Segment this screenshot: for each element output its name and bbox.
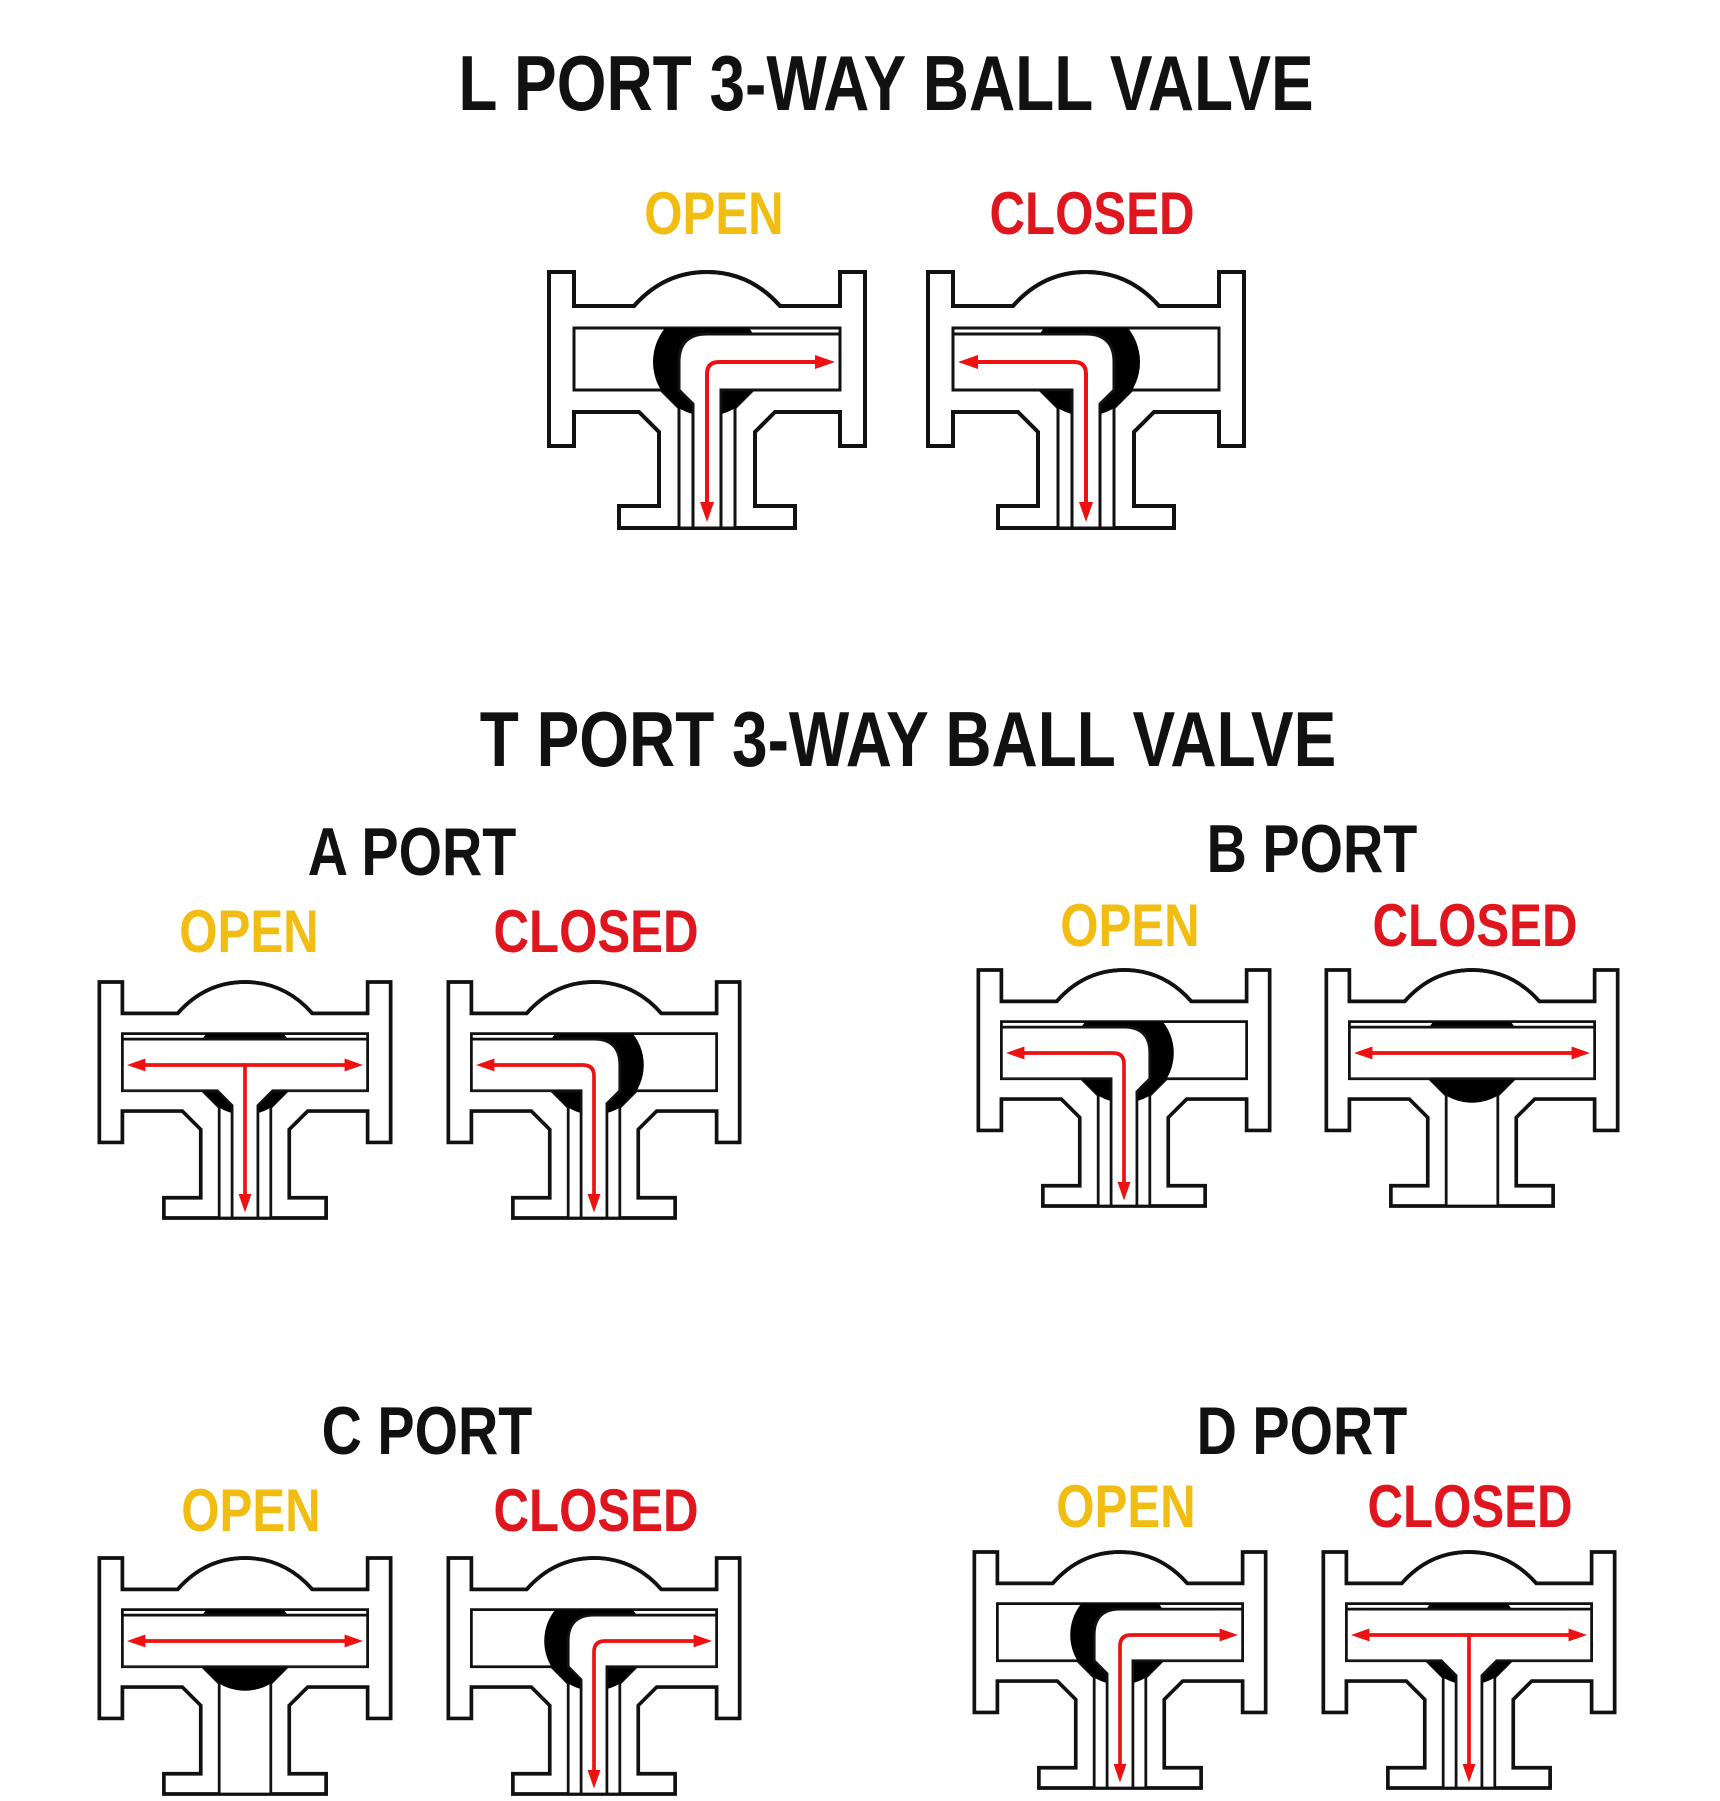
ball-bore — [677, 332, 840, 528]
b-closed-label: CLOSED — [1372, 892, 1578, 959]
flow-arrow-down — [1462, 1764, 1476, 1783]
a-closed-label: CLOSED — [493, 898, 699, 965]
flow-arrow-down — [1113, 1764, 1127, 1783]
d-port-title: D PORT — [1196, 1393, 1408, 1469]
flow-arrow-left — [127, 1058, 146, 1072]
flow-line — [705, 360, 823, 510]
b-open-label: OPEN — [1060, 892, 1200, 959]
flow-line — [592, 1639, 701, 1778]
bonnet-arc — [1051, 1550, 1189, 1585]
bonnet-arc — [525, 1556, 663, 1591]
flow-arrow-down — [1117, 1182, 1131, 1201]
a-port-open-valve — [97, 980, 393, 1220]
flow-arrow-left — [476, 1058, 495, 1072]
ball-bore — [471, 1037, 622, 1218]
flow-arrow-left — [127, 1634, 146, 1648]
a-port-closed-valve — [446, 980, 742, 1220]
flow-arrow-left — [958, 355, 978, 369]
flow-arrow-left — [1351, 1628, 1370, 1642]
bonnet-arc — [176, 1556, 314, 1591]
d-closed-label: CLOSED — [1367, 1473, 1573, 1540]
flow-arrow-right — [815, 355, 835, 369]
bonnet-arc — [176, 980, 314, 1015]
b-port-closed-valve — [1324, 968, 1620, 1208]
flow-arrow-down — [587, 1194, 601, 1213]
c-port-closed-valve — [446, 1556, 742, 1796]
flow-arrow-down — [587, 1770, 601, 1789]
c-port-title: C PORT — [321, 1393, 533, 1469]
d-port-open-valve — [972, 1550, 1268, 1790]
bonnet-arc — [1400, 1550, 1538, 1585]
c-port-open-valve — [97, 1556, 393, 1796]
l-port-open-valve — [547, 269, 867, 530]
ball-bore — [953, 332, 1116, 528]
l-open-label: OPEN — [644, 180, 784, 247]
b-port-title: B PORT — [1206, 811, 1418, 887]
l-closed-label: CLOSED — [989, 180, 1195, 247]
l-port-title: L PORT 3-WAY BALL VALVE — [458, 39, 1314, 127]
t-port-title: T PORT 3-WAY BALL VALVE — [479, 695, 1337, 783]
flow-arrow-down — [1079, 502, 1093, 522]
flow-arrow-down — [238, 1194, 252, 1213]
bonnet-arc — [525, 980, 663, 1015]
a-open-label: OPEN — [179, 898, 319, 965]
flow-arrow-right — [344, 1058, 363, 1072]
c-open-label: OPEN — [181, 1477, 321, 1544]
flow-arrow-right — [1568, 1628, 1587, 1642]
bonnet-arc — [1055, 968, 1193, 1003]
flow-arrow-right — [693, 1634, 712, 1648]
b-port-open-valve — [976, 968, 1272, 1208]
ball-bore — [1092, 1607, 1243, 1788]
flow-arrow-down — [700, 502, 714, 522]
ball-bore — [1001, 1025, 1152, 1206]
ball-bore — [566, 1613, 717, 1794]
d-port-closed-valve — [1321, 1550, 1617, 1790]
flow-arrow-right — [1219, 1628, 1238, 1642]
flow-line — [1118, 1633, 1227, 1772]
a-port-title: A PORT — [307, 814, 517, 890]
flow-line — [970, 360, 1088, 510]
flow-arrow-right — [344, 1634, 363, 1648]
bonnet-arc — [632, 269, 782, 308]
c-closed-label: CLOSED — [493, 1477, 699, 1544]
flow-arrow-right — [1571, 1046, 1590, 1060]
l-port-closed-valve — [926, 269, 1246, 530]
bonnet-arc — [1403, 968, 1541, 1003]
d-open-label: OPEN — [1056, 1473, 1196, 1540]
flow-line — [487, 1063, 596, 1202]
flow-line — [1017, 1051, 1126, 1190]
bonnet-arc — [1011, 269, 1161, 308]
flow-arrow-left — [1006, 1046, 1025, 1060]
flow-arrow-left — [1354, 1046, 1373, 1060]
